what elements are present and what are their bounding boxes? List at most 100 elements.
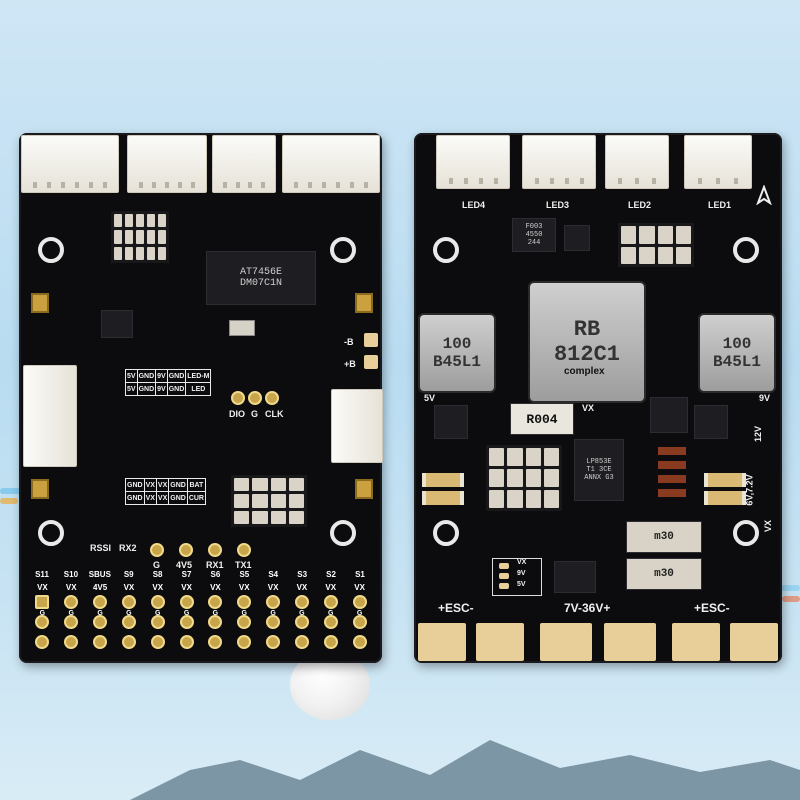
rail-label-9v: 9V (759, 393, 771, 403)
servo-pad[interactable] (35, 635, 50, 649)
inductor-marking: B45L1 (712, 353, 761, 371)
servo-pad[interactable] (150, 595, 165, 609)
servo-pad[interactable] (323, 615, 338, 629)
pinout-table: 5V GND 9V GND LED-M 5V GND 9V GND LED (125, 369, 212, 396)
battery-pad[interactable] (604, 623, 656, 661)
esc-pad[interactable] (730, 623, 778, 661)
servo-pad[interactable] (121, 635, 136, 649)
side-connector[interactable] (331, 389, 383, 463)
pin-header[interactable] (111, 211, 169, 263)
servo-pad[interactable] (93, 635, 108, 649)
pin-header[interactable] (231, 475, 307, 527)
pin-header[interactable] (618, 223, 694, 267)
servo-pad[interactable] (179, 635, 194, 649)
led-label: LED3 (546, 200, 570, 210)
jst-connector[interactable] (282, 135, 380, 193)
servo-pad[interactable] (208, 635, 223, 649)
servo-pad[interactable] (121, 615, 136, 629)
esc-pad[interactable] (672, 623, 720, 661)
battery-pad[interactable] (540, 623, 592, 661)
servo-pad[interactable] (150, 635, 165, 649)
servo-vx-label: VX (354, 583, 365, 592)
aux-label: G (153, 560, 161, 570)
mounting-hole (330, 520, 356, 546)
servo-label: S2 (326, 570, 336, 579)
servo-pad[interactable] (64, 595, 79, 609)
servo-pad[interactable] (208, 595, 223, 609)
aux-pad-g[interactable] (150, 543, 164, 557)
led-connector[interactable] (605, 135, 669, 189)
ground-pad[interactable] (248, 391, 262, 405)
battery-pad[interactable] (364, 333, 378, 347)
esc-pad[interactable] (476, 623, 524, 661)
chip-marking: AT7456E (239, 267, 282, 278)
servo-pad[interactable] (323, 595, 338, 609)
servo-pad[interactable] (208, 615, 223, 629)
aux-pad-4v5[interactable] (179, 543, 193, 557)
servo-label: S7 (181, 570, 192, 579)
servo-pad[interactable] (352, 615, 367, 629)
servo-pad[interactable] (179, 595, 194, 609)
servo-pad[interactable] (35, 615, 50, 629)
jst-connector[interactable] (127, 135, 207, 193)
servo-pad[interactable] (150, 615, 165, 629)
pinout-cell: VX (155, 478, 170, 492)
servo-vx-label: VX (238, 583, 250, 592)
servo-pad[interactable] (237, 615, 252, 629)
rail-label-vx: VX (582, 403, 595, 413)
servo-g-label: G (155, 610, 161, 617)
servo-pad[interactable] (294, 635, 309, 649)
side-connector[interactable] (23, 365, 77, 467)
solder-jumper[interactable] (499, 583, 509, 589)
status-led (31, 479, 49, 499)
servo-pad[interactable] (294, 615, 309, 629)
chip-marking: 244 (527, 239, 541, 247)
aux-pad-rx1[interactable] (208, 543, 222, 557)
pin-header[interactable] (486, 445, 562, 511)
jst-connector[interactable] (212, 135, 276, 193)
pinout-table: GND VX VX GND BAT GND VX VX GND CUR (125, 478, 206, 505)
servo-pad[interactable] (64, 615, 79, 629)
servo-pad[interactable] (266, 635, 281, 649)
servo-pad[interactable] (323, 635, 338, 649)
dio-pad[interactable] (231, 391, 245, 405)
servo-pad[interactable] (93, 595, 108, 609)
servo-pad[interactable] (35, 595, 50, 609)
servo-vx-label: VX (296, 583, 308, 592)
servo-pad[interactable] (121, 595, 136, 609)
servo-pad[interactable] (237, 595, 252, 609)
led-connector[interactable] (522, 135, 596, 189)
led-connector[interactable] (436, 135, 510, 189)
jst-connector[interactable] (21, 135, 119, 193)
servo-pad[interactable] (294, 595, 309, 609)
inductor-left: 100 B45L1 (418, 313, 496, 393)
battery-pad[interactable] (364, 355, 378, 369)
servo-pad[interactable] (352, 635, 367, 649)
chip-marking: ANNX G3 (584, 474, 614, 482)
servo-label: S10 (63, 570, 79, 579)
servo-pad[interactable] (352, 595, 367, 609)
solder-jumper[interactable] (499, 573, 509, 579)
regulator-chip (650, 397, 688, 433)
aux-label: 4V5 (176, 560, 193, 570)
clk-pad[interactable] (265, 391, 279, 405)
servo-pad[interactable] (266, 615, 281, 629)
servo-pad[interactable] (266, 595, 281, 609)
servo-pad[interactable] (179, 615, 194, 629)
led-label: LED4 (462, 200, 486, 210)
servo-g-label: G (299, 610, 305, 617)
arrow-icon (756, 185, 772, 205)
inductor-marking: 812C1 (553, 342, 620, 367)
aux-pad-tx1[interactable] (237, 543, 251, 557)
colored-ribbon (0, 498, 18, 504)
led-connector[interactable] (684, 135, 752, 189)
servo-pad[interactable] (93, 615, 108, 629)
servo-g-label: G (328, 610, 334, 617)
mounting-hole (330, 237, 356, 263)
regulator-chip (694, 405, 728, 439)
esc-pad[interactable] (418, 623, 466, 661)
capacitor (704, 473, 746, 487)
servo-pad[interactable] (237, 635, 252, 649)
servo-pad[interactable] (64, 635, 79, 649)
solder-jumper[interactable] (499, 563, 509, 569)
